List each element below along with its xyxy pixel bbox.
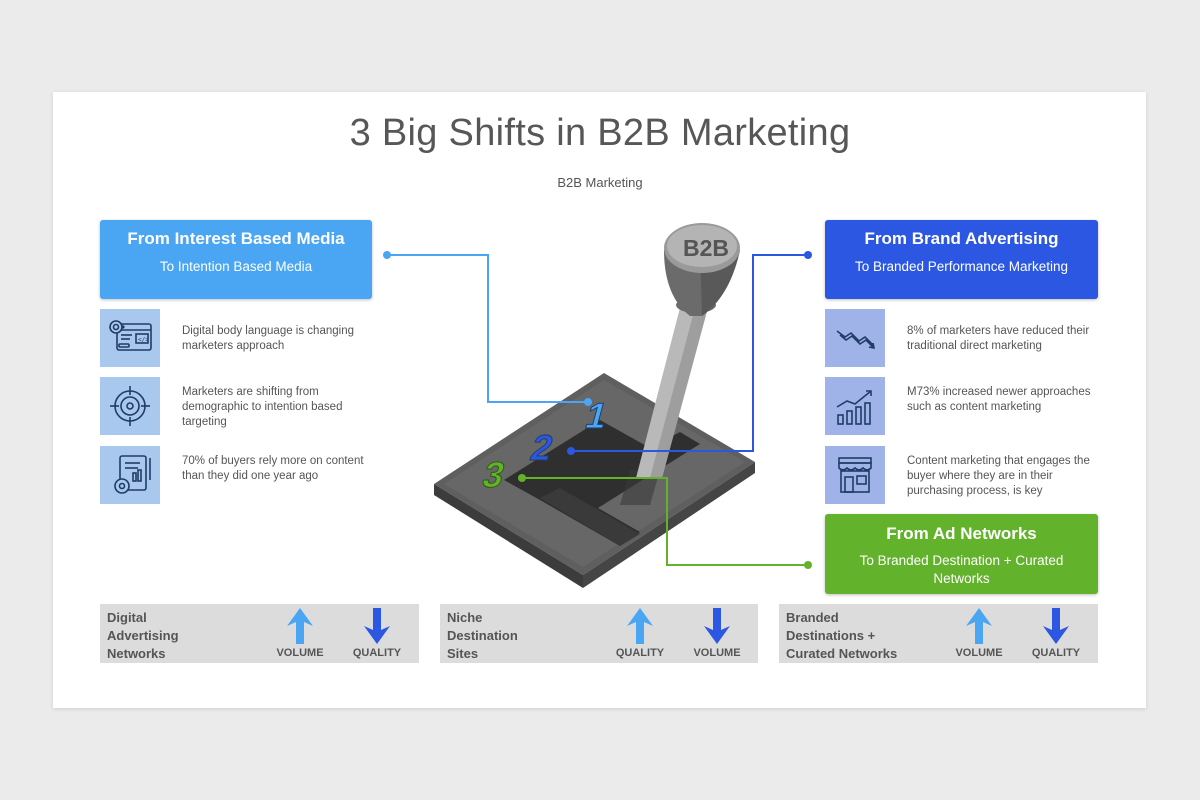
connector-line-right-top	[571, 254, 808, 452]
right-header-box-brand: From Brand Advertising To Branded Perfor…	[825, 220, 1098, 299]
left-header-subtitle: To Intention Based Media	[159, 259, 313, 274]
right-header-brand-title: From Brand Advertising	[864, 229, 1059, 248]
left-header-box: From Interest Based Media To Intention B…	[100, 220, 372, 299]
right-header-networks-subtitle: To Branded Destination + Curated Network…	[859, 553, 1064, 586]
svg-text:</>: </>	[138, 337, 149, 344]
page-subtitle: B2B Marketing	[557, 175, 643, 190]
bar-1-down-label: QUALITY	[352, 647, 402, 659]
knob-label: B2B	[683, 235, 729, 261]
growth-chart-icon	[825, 377, 885, 435]
document-gear-icon	[100, 446, 160, 504]
right-header-box-networks: From Ad Networks To Branded Destination …	[825, 514, 1098, 594]
arrow-down-icon	[704, 608, 730, 644]
right-item-text-1: 8% of marketers have reduced their tradi…	[907, 325, 1090, 352]
web-code-icon: </>	[100, 309, 160, 367]
right-header-brand-subtitle: To Branded Performance Marketing	[854, 259, 1069, 274]
left-item-text-3: 70% of buyers rely more on content than …	[182, 455, 364, 482]
connector-line-left	[387, 254, 588, 403]
arrow-down-icon	[364, 608, 390, 644]
bar-2-up-label: QUALITY	[615, 647, 665, 659]
bar-1-up-label: VOLUME	[276, 647, 324, 659]
left-item-text-1: Digital body language is changing market…	[182, 325, 354, 352]
storefront-icon	[825, 446, 885, 504]
right-header-networks-title: From Ad Networks	[886, 524, 1037, 543]
page-title: 3 Big Shifts in B2B Marketing	[349, 112, 851, 154]
arrow-up-icon	[966, 608, 992, 644]
bar-2-down-label: VOLUME	[693, 647, 741, 659]
right-item-text-3: Content marketing that engages the buyer…	[907, 455, 1090, 497]
left-header-title: From Interest Based Media	[127, 229, 345, 248]
connector-line-right-bottom	[522, 477, 808, 566]
arrow-up-icon	[627, 608, 653, 644]
right-item-text-2: M73% increased newer approaches such as …	[907, 386, 1091, 413]
target-icon	[100, 377, 160, 435]
arrow-down-icon	[1043, 608, 1069, 644]
left-item-text-2: Marketers are shifting from demographic …	[182, 386, 343, 428]
trend-down-icon	[825, 309, 885, 367]
arrow-up-icon	[287, 608, 313, 644]
bar-3-down-label: QUALITY	[1031, 647, 1081, 659]
bar-3-up-label: VOLUME	[955, 647, 1003, 659]
